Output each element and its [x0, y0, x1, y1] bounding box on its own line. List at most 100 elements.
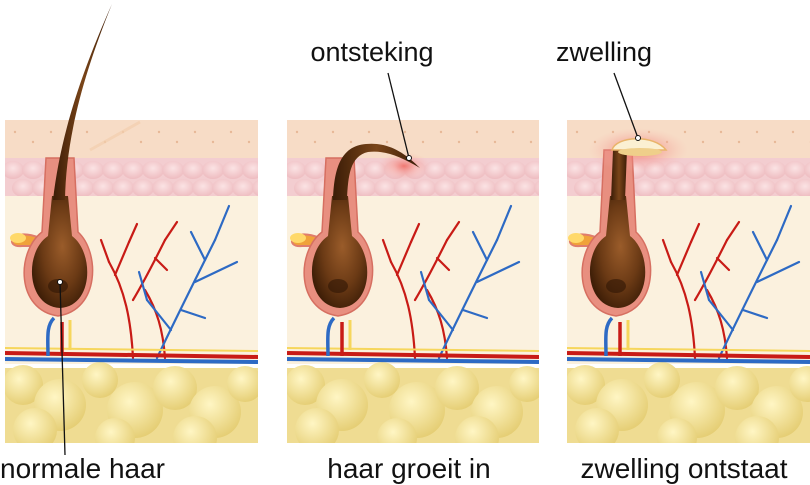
- dermis-cell: [22, 161, 44, 179]
- dermal-papilla: [328, 279, 348, 293]
- pore-dot: [422, 141, 424, 143]
- dermis-cell: [152, 179, 174, 197]
- pore-dot: [738, 141, 740, 143]
- callout-label-ontsteking: ontsteking: [310, 37, 433, 67]
- dermis-cell: [654, 179, 676, 197]
- pore-dot: [684, 131, 686, 133]
- pore-dot: [756, 131, 758, 133]
- dermis-cell: [674, 179, 696, 197]
- dermis-cell: [524, 161, 546, 179]
- dermis-cell: [222, 161, 244, 179]
- pore-dot: [792, 131, 794, 133]
- dermis-cell: [634, 179, 656, 197]
- dermis-cell: [754, 179, 776, 197]
- dermis-cell: [574, 179, 596, 197]
- pore-dot: [230, 131, 232, 133]
- pore-dot: [476, 131, 478, 133]
- dermis-cell: [444, 161, 466, 179]
- pore-dot: [50, 131, 52, 133]
- sebum: [290, 233, 306, 243]
- skin-layers: [564, 120, 810, 460]
- pore-dot: [368, 131, 370, 133]
- pore-dot: [314, 141, 316, 143]
- dermis-cell: [202, 161, 224, 179]
- dermis-cell: [774, 179, 796, 197]
- fat-cell: [715, 366, 759, 410]
- dermis-cell: [744, 161, 766, 179]
- pore-dot: [248, 141, 250, 143]
- swelling-pus: [618, 148, 662, 156]
- fat-cell: [364, 362, 400, 398]
- fat-cell: [13, 408, 57, 452]
- pore-dot: [176, 141, 178, 143]
- fat-cell: [575, 408, 619, 452]
- dermis-cell: [12, 179, 34, 197]
- short-hair-shaft: [611, 150, 627, 200]
- fat-cell: [153, 366, 197, 410]
- pore-dot: [576, 131, 578, 133]
- skin-layers: [2, 120, 274, 460]
- panel-zwelling-ontstaat: [564, 120, 810, 460]
- fat-cell: [295, 408, 339, 452]
- pore-dot: [404, 131, 406, 133]
- fat-cell: [95, 418, 135, 458]
- dermis-cell: [684, 161, 706, 179]
- callout-dot-normale-haar: [58, 280, 63, 285]
- panel-normale-haar: [2, 120, 274, 460]
- pore-dot: [296, 131, 298, 133]
- caption-zwelling-ontstaat: zwelling ontstaat: [580, 453, 787, 484]
- dermis-cell: [694, 179, 716, 197]
- dermis-cell: [182, 161, 204, 179]
- pore-dot: [350, 141, 352, 143]
- pore-dot: [158, 131, 160, 133]
- pore-dot: [458, 141, 460, 143]
- dermis-cell: [82, 161, 104, 179]
- fat-cell: [173, 416, 217, 460]
- pore-dot: [86, 131, 88, 133]
- dermis-cell: [242, 161, 264, 179]
- pore-dot: [194, 131, 196, 133]
- pore-dot: [774, 141, 776, 143]
- dermis-cell: [142, 161, 164, 179]
- fat-cell: [509, 366, 545, 402]
- pore-dot: [140, 141, 142, 143]
- dermis-cell: [232, 179, 254, 197]
- dermis-cell: [374, 179, 396, 197]
- dermis-cell: [464, 161, 486, 179]
- sebum: [568, 233, 584, 243]
- caption-haar-groeit-in: haar groeit in: [327, 453, 490, 484]
- dermis-cell: [192, 179, 214, 197]
- skin-layers: [284, 120, 556, 460]
- dermis-cell: [112, 179, 134, 197]
- dermis-cell: [304, 161, 326, 179]
- fat-cell: [82, 362, 118, 398]
- dermis-cell: [484, 161, 506, 179]
- dermis-cell: [212, 179, 234, 197]
- dermis-cell: [132, 179, 154, 197]
- dermis-cell: [704, 161, 726, 179]
- pore-dot: [530, 141, 532, 143]
- fat-cell: [644, 362, 680, 398]
- dermis-cell: [784, 161, 806, 179]
- dermis-cell: [434, 179, 456, 197]
- dermal-papilla: [606, 279, 626, 293]
- dermis-cell: [494, 179, 516, 197]
- dermis-cell: [102, 161, 124, 179]
- dermis-cell: [454, 179, 476, 197]
- dermis-cell: [724, 161, 746, 179]
- dermis-cell: [564, 161, 586, 179]
- pore-dot: [720, 131, 722, 133]
- pore-dot: [702, 141, 704, 143]
- callout-dot-ontsteking: [407, 156, 412, 161]
- dermis-cell: [294, 179, 316, 197]
- dermis-cell: [734, 179, 756, 197]
- dermis-cell: [92, 179, 114, 197]
- fat-cell: [377, 418, 417, 458]
- pore-dot: [494, 141, 496, 143]
- dermis-cell: [764, 161, 786, 179]
- dermis-cell: [284, 161, 306, 179]
- dermis-cell: [514, 179, 536, 197]
- dermis-cell: [2, 161, 24, 179]
- pore-dot: [332, 131, 334, 133]
